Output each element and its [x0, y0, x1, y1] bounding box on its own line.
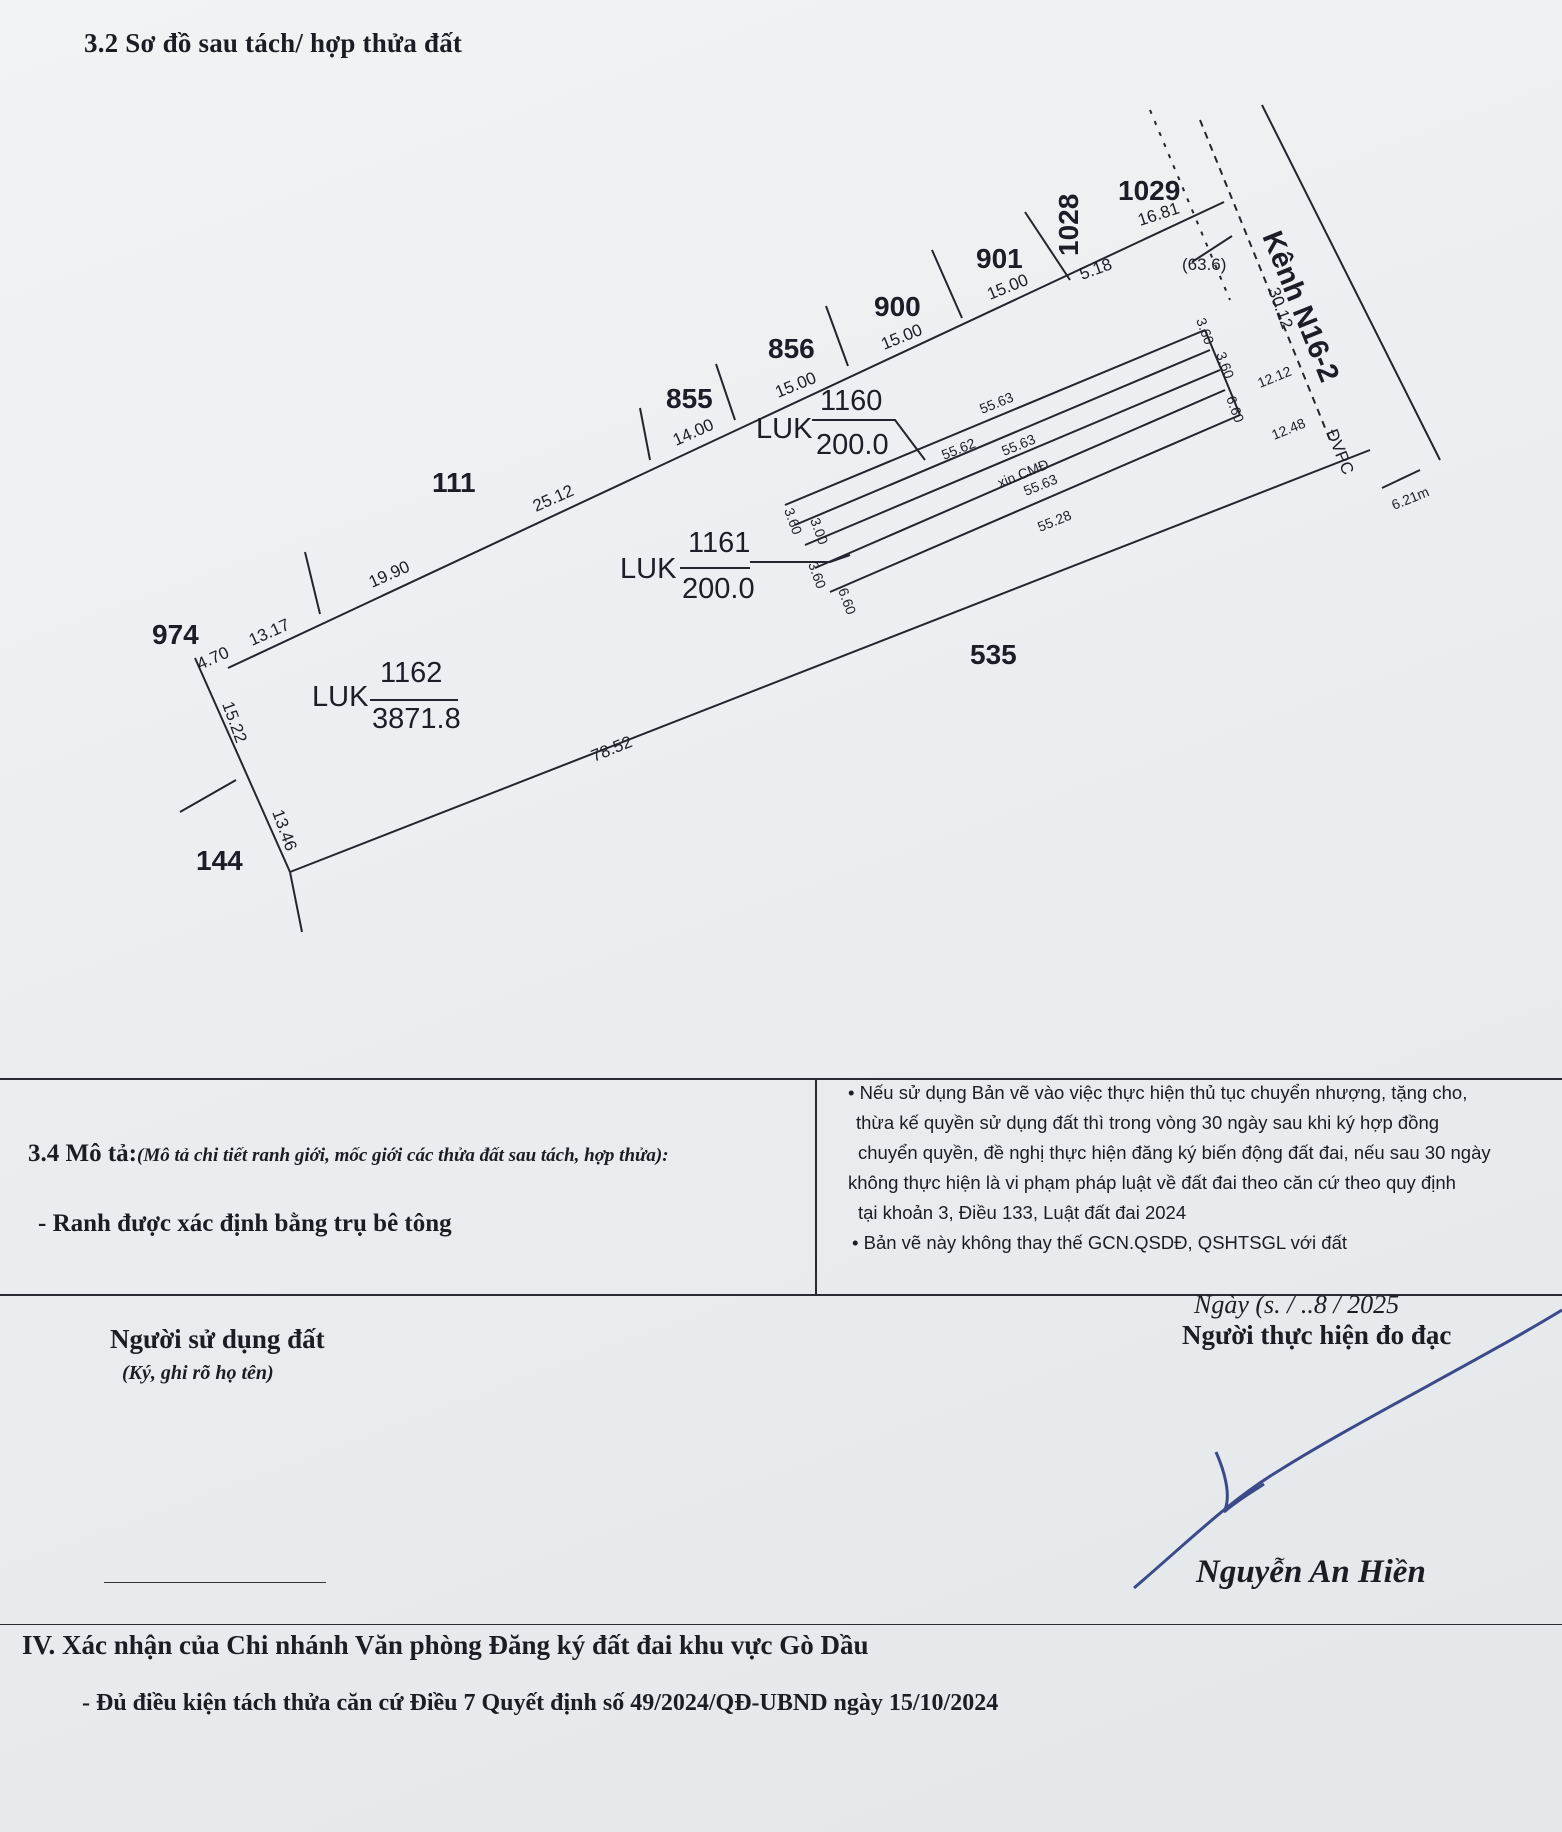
- note-line: thừa kế quyền sử dụng đất thì trong vòng…: [856, 1112, 1440, 1133]
- measure-3-60-b: 3.60: [1213, 350, 1237, 381]
- measure-15-00-c: 15.00: [772, 368, 819, 402]
- parcel-111: 111: [432, 467, 476, 498]
- note-line: • Bản vẽ này không thay thế GCN.QSDĐ, QS…: [852, 1232, 1348, 1253]
- parcel-144: 144: [196, 845, 243, 876]
- description-label: 3.4 Mô tả:(Mô tả chi tiết ranh giới, mốc…: [28, 1140, 669, 1168]
- note-line: chuyển quyền, đề nghị thực hiện đăng ký …: [858, 1142, 1491, 1163]
- lot-1160-number: 1160: [820, 385, 882, 417]
- parcel-900: 900: [874, 291, 921, 322]
- surveyor-title: Người thực hiện đo đạc: [1182, 1320, 1452, 1350]
- lot-1161-number: 1161: [688, 527, 750, 559]
- canal-bank-3: [1149, 109, 1231, 301]
- measure-3-60-c: 3.60: [781, 506, 805, 537]
- measure-6-21m: 6.21m: [1389, 483, 1431, 512]
- measure-3-60-a: 3.60: [1193, 316, 1217, 347]
- parcel-856: 856: [768, 333, 815, 364]
- canal-bank-2: [1261, 104, 1441, 461]
- measure-15-00-a: 15.00: [984, 270, 1031, 304]
- boundary-north: [227, 201, 1225, 669]
- parcel-1029: 1029: [1118, 175, 1180, 206]
- section4-line: - Đủ điều kiện tách thửa căn cứ Điều 7 Q…: [82, 1690, 999, 1716]
- canal-label: Kênh N16-2: [1256, 227, 1345, 387]
- note-line: không thực hiện là vi phạm pháp luật về …: [848, 1172, 1456, 1193]
- section4-top-line: [0, 1624, 1562, 1625]
- date-line: Ngày (s. / ..8 / 2025: [1194, 1290, 1400, 1319]
- surveyor-signature: [1133, 1308, 1562, 1590]
- measure-13-17: 13.17: [246, 615, 293, 650]
- notes-block: • Nếu sử dụng Bản vẽ vào việc thực hiện …: [848, 1078, 1556, 1258]
- parcel-855: 855: [666, 383, 713, 414]
- measure-63-6: (63.6): [1182, 255, 1226, 274]
- boundary-west: [194, 657, 291, 873]
- description-label-text: 3.4 Mô tả:: [28, 1140, 137, 1167]
- note-line: tại khoản 3, Điều 133, Luật đất đai 2024: [858, 1202, 1187, 1223]
- boundary-south: [289, 449, 1371, 873]
- measure-78-52: 78.52: [588, 732, 635, 766]
- land-user-hint: (Ký, ghi rõ họ tên): [122, 1362, 274, 1384]
- measure-6-60-b: 6.60: [835, 586, 859, 617]
- description-divider: [815, 1078, 817, 1294]
- parcel-535: 535: [970, 639, 1017, 670]
- canal-bank-1: [1199, 119, 1331, 441]
- note-line: • Nếu sử dụng Bản vẽ vào việc thực hiện …: [848, 1082, 1468, 1103]
- measure-12-12: 12.12: [1255, 363, 1294, 391]
- lot-1162-area: 3871.8: [372, 703, 461, 735]
- lot-1160-type: LUK: [756, 413, 813, 445]
- measure-12-48: 12.48: [1269, 415, 1308, 443]
- surveyor-name: Nguyễn An Hiền: [1196, 1554, 1426, 1590]
- measure-25-12: 25.12: [530, 481, 577, 516]
- measure-5-18: 5.18: [1077, 255, 1115, 284]
- boundary-west-ext: [289, 871, 303, 933]
- description-line: - Ranh được xác định bằng trụ bê tông: [38, 1210, 452, 1237]
- lot-1161-type: LUK: [620, 553, 677, 585]
- measure-15-00-b: 15.00: [878, 320, 925, 354]
- parcel-1028: 1028: [1053, 194, 1084, 256]
- parcel-974: 974: [152, 619, 199, 650]
- measure-4-70: 4.70: [194, 643, 232, 674]
- section-title: 3.2 Sơ đồ sau tách/ hợp thửa đất: [84, 28, 463, 58]
- measure-13-46: 13.46: [268, 807, 300, 853]
- lot-1162-type: LUK: [312, 681, 369, 713]
- road-label: ĐVPC: [1322, 426, 1357, 477]
- lot-1160-area: 200.0: [816, 429, 889, 461]
- description-top-line: [0, 1078, 1562, 1080]
- description-hint: (Mô tả chi tiết ranh giới, mốc giới các …: [137, 1145, 669, 1166]
- measure-55-28: 55.28: [1035, 507, 1074, 535]
- section4-title: IV. Xác nhận của Chi nhánh Văn phòng Đăn…: [22, 1630, 869, 1660]
- measure-14-00: 14.00: [670, 415, 717, 450]
- parcel-diagram: 1029 1028 901 900 856 855 111 974 144 53…: [152, 104, 1441, 933]
- lot-1161-area: 200.0: [682, 573, 755, 605]
- measure-19-90: 19.90: [366, 557, 413, 592]
- measure-55-63-a: 55.63: [977, 389, 1016, 417]
- land-user-title: Người sử dụng đất: [110, 1324, 325, 1354]
- lot-1162-number: 1162: [380, 657, 442, 689]
- parcel-901: 901: [976, 243, 1023, 274]
- description-bottom-line: [0, 1294, 1562, 1296]
- land-user-signature-line: [104, 1582, 326, 1583]
